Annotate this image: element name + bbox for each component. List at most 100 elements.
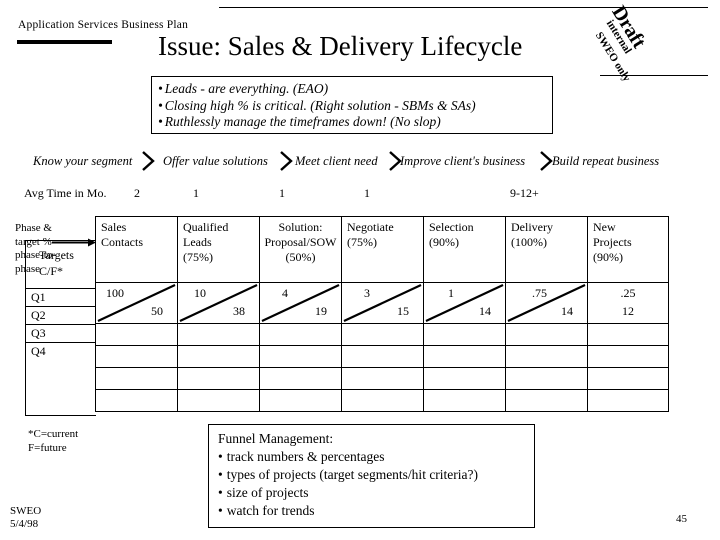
table-row-q3 bbox=[95, 367, 669, 390]
chevron-icon-4 bbox=[540, 151, 553, 171]
target-cell-7: .25 12 bbox=[587, 282, 669, 324]
stage-5-line2: (90%) bbox=[429, 235, 459, 249]
header-rule-right bbox=[600, 75, 708, 76]
stage-header-2: Qualified Leads (75%) bbox=[177, 216, 260, 283]
stage-2-line3: (75%) bbox=[183, 250, 213, 264]
chevron-icon-2 bbox=[280, 151, 293, 171]
kicker-underline-bar bbox=[17, 40, 112, 44]
stage-3-line1: Solution: bbox=[278, 220, 323, 234]
phase-label-5: Build repeat business bbox=[552, 154, 660, 168]
phase-label-3: Meet client need bbox=[295, 154, 378, 168]
target-cell-2: 10 38 bbox=[177, 282, 260, 324]
target-future-5: 14 bbox=[479, 304, 491, 318]
stage-6-line1: Delivery bbox=[511, 220, 553, 234]
header-rule-top bbox=[219, 7, 708, 8]
q3-cell-6 bbox=[505, 367, 588, 390]
table-row-q4 bbox=[95, 389, 669, 412]
stage-7-line2: Projects bbox=[593, 235, 632, 249]
draft-watermark: Draft internal SWEO only bbox=[593, 0, 719, 84]
key-points-box: Leads - are everything. (EAO) Closing hi… bbox=[151, 76, 553, 134]
q2-cell-5 bbox=[423, 345, 506, 368]
q2-cell-1 bbox=[95, 345, 178, 368]
stub-quarter-q1: Q1 bbox=[31, 290, 46, 304]
deck-kicker: Application Services Business Plan bbox=[18, 19, 189, 31]
phase-band: Know your segment Offer value solutions … bbox=[0, 151, 720, 174]
table-stub-column: Targets C/F* Q1 Q2 Q3 Q4 bbox=[25, 240, 96, 416]
target-current-3: 4 bbox=[282, 286, 288, 300]
page-number: 45 bbox=[676, 513, 687, 525]
q2-cell-7 bbox=[587, 345, 669, 368]
stage-header-5: Selection (90%) bbox=[423, 216, 506, 283]
phase-label-1: Know your segment bbox=[33, 154, 133, 168]
q4-cell-2 bbox=[177, 389, 260, 412]
q2-cell-4 bbox=[341, 345, 424, 368]
q3-cell-5 bbox=[423, 367, 506, 390]
stub-divider-4 bbox=[25, 342, 95, 343]
target-future-1: 50 bbox=[151, 304, 163, 318]
key-point-2: Closing high % is critical. (Right solut… bbox=[158, 98, 552, 115]
key-point-1: Leads - are everything. (EAO) bbox=[158, 81, 552, 98]
q2-cell-2 bbox=[177, 345, 260, 368]
diagonal-divider-icon bbox=[97, 284, 176, 322]
target-future-7: 12 bbox=[622, 304, 634, 318]
q1-cell-4 bbox=[341, 323, 424, 346]
stage-4-line1: Negotiate bbox=[347, 220, 394, 234]
target-future-4: 15 bbox=[397, 304, 409, 318]
stage-1-line1: Sales bbox=[101, 220, 127, 234]
footer-org: SWEO bbox=[10, 505, 42, 517]
table-row-q1 bbox=[95, 323, 669, 346]
stage-5-line1: Selection bbox=[429, 220, 474, 234]
stage-2-line2: Leads bbox=[183, 235, 212, 249]
diagonal-divider-icon bbox=[425, 284, 504, 322]
q1-cell-6 bbox=[505, 323, 588, 346]
target-cell-3: 4 19 bbox=[259, 282, 342, 324]
chevron-icon-3 bbox=[389, 151, 402, 171]
stage-4-line2: (75%) bbox=[347, 235, 377, 249]
stage-header-4: Negotiate (75%) bbox=[341, 216, 424, 283]
diagonal-divider-icon bbox=[261, 284, 340, 322]
stub-quarter-q2: Q2 bbox=[31, 308, 46, 322]
target-current-1: 100 bbox=[106, 286, 124, 300]
q3-cell-4 bbox=[341, 367, 424, 390]
funnel-title: Funnel Management: bbox=[218, 431, 334, 446]
stub-quarter-q4: Q4 bbox=[31, 344, 46, 358]
funnel-stage-table: Sales Contacts Qualified Leads (75%) Sol… bbox=[95, 216, 669, 414]
avg-time-value-1: 2 bbox=[134, 186, 140, 200]
q1-cell-3 bbox=[259, 323, 342, 346]
q4-cell-4 bbox=[341, 389, 424, 412]
target-cell-5: 1 14 bbox=[423, 282, 506, 324]
q3-cell-3 bbox=[259, 367, 342, 390]
q4-cell-1 bbox=[95, 389, 178, 412]
footnote-line-2: F=future bbox=[28, 442, 67, 454]
stage-2-line1: Qualified bbox=[183, 220, 229, 234]
q2-cell-3 bbox=[259, 345, 342, 368]
funnel-item-1: track numbers & percentages bbox=[218, 448, 534, 466]
q4-cell-7 bbox=[587, 389, 669, 412]
key-point-3: Ruthlessly manage the timeframes down! (… bbox=[158, 114, 552, 131]
phase-label-2: Offer value solutions bbox=[163, 154, 268, 168]
target-current-7: .25 bbox=[620, 286, 636, 300]
stub-targets-line1: Targets bbox=[39, 248, 74, 262]
funnel-management-box: Funnel Management: track numbers & perce… bbox=[208, 424, 535, 528]
avg-time-label: Avg Time in Mo. bbox=[24, 186, 107, 200]
diagonal-divider-icon bbox=[507, 284, 586, 322]
stage-6-line2: (100%) bbox=[511, 235, 547, 249]
target-current-6: .75 bbox=[532, 286, 547, 300]
funnel-item-2: types of projects (target segments/hit c… bbox=[218, 466, 534, 484]
stub-divider-3 bbox=[25, 324, 95, 325]
phase-label-4: Improve client's business bbox=[400, 154, 526, 168]
footnote-line-1: *C=current bbox=[28, 428, 79, 440]
stage-header-1: Sales Contacts bbox=[95, 216, 178, 283]
q2-cell-6 bbox=[505, 345, 588, 368]
diagonal-divider-icon bbox=[343, 284, 422, 322]
funnel-item-3: size of projects bbox=[218, 484, 534, 502]
stage-header-6: Delivery (100%) bbox=[505, 216, 588, 283]
target-cell-1: 100 50 bbox=[95, 282, 178, 324]
table-row-headers: Sales Contacts Qualified Leads (75%) Sol… bbox=[95, 216, 669, 283]
stage-1-line2: Contacts bbox=[101, 235, 143, 249]
stage-header-7: New Projects (90%) bbox=[587, 216, 669, 283]
avg-time-value-3: 1 bbox=[279, 186, 285, 200]
target-current-2: 10 bbox=[194, 286, 206, 300]
q4-cell-5 bbox=[423, 389, 506, 412]
